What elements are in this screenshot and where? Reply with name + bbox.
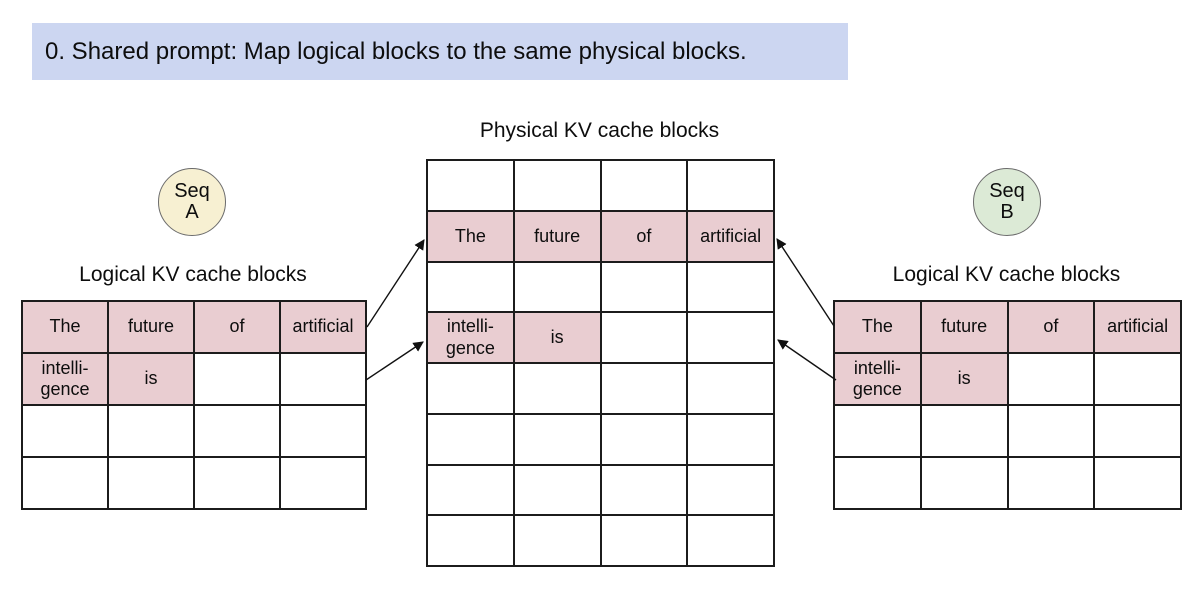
left-table-cell-r1c2 xyxy=(194,353,280,405)
physical-table-cell-r1c3: artificial xyxy=(687,210,774,262)
right-table-cell-r0c3: artificial xyxy=(1094,301,1181,353)
left-table-cell-r1c1: is xyxy=(108,353,194,405)
physical-table-cell-r1c2: of xyxy=(600,210,688,262)
physical-table-cell-r6c3 xyxy=(687,464,774,516)
physical-table-cell-r2c0 xyxy=(427,261,514,313)
left-table-cell-r1c0: intelli- gence xyxy=(22,353,108,405)
physical-table-cell-r4c1 xyxy=(513,363,601,414)
physical-table-cell-r2c3 xyxy=(687,261,774,313)
left-table-cell-r2c1 xyxy=(108,405,194,457)
arrow-seq-b-block-0-to-physical-block-1 xyxy=(776,238,835,327)
physical-table-cell-r0c0 xyxy=(427,160,514,211)
physical-table-cell-r2c1 xyxy=(513,261,601,313)
right-table-cell-r1c1: is xyxy=(920,353,1008,405)
physical-table-cell-r7c0 xyxy=(427,515,514,566)
seq-a-badge: Seq A xyxy=(158,168,226,236)
right-table-cell-r0c1: future xyxy=(920,301,1008,353)
physical-table-cell-r1c0: The xyxy=(427,210,514,262)
left-table-cell-r3c1 xyxy=(108,457,194,509)
right-table-cell-r1c0: intelli- gence xyxy=(834,353,921,405)
physical-table-cell-r7c1 xyxy=(513,515,601,566)
physical-table-cell-r0c1 xyxy=(513,160,601,211)
physical-table-cell-r0c3 xyxy=(687,160,774,211)
arrow-seq-b-block-1-to-physical-block-3 xyxy=(777,339,837,381)
right-table-cell-r2c3 xyxy=(1094,405,1181,457)
left-table-cell-r2c2 xyxy=(194,405,280,457)
physical-table-cell-r6c1 xyxy=(513,464,601,516)
physical-table-cell-r6c0 xyxy=(427,464,514,516)
seq-b-label-line1: Seq xyxy=(989,180,1025,202)
right-table-cell-r3c3 xyxy=(1094,457,1181,509)
right-table-cell-r1c2 xyxy=(1007,353,1095,405)
left-table-cell-r0c3: artificial xyxy=(280,301,366,353)
right-table-cell-r2c2 xyxy=(1007,405,1095,457)
right-table-cell-r3c0 xyxy=(834,457,921,509)
physical-table-cell-r0c2 xyxy=(600,160,688,211)
physical-table-cell-r3c2 xyxy=(600,312,688,363)
right-table-cell-r2c1 xyxy=(920,405,1008,457)
left-table-cell-r3c0 xyxy=(22,457,108,509)
physical-table-cell-r3c0: intelli- gence xyxy=(427,312,514,363)
right-logical-table-title: Logical KV cache blocks xyxy=(892,263,1121,286)
physical-table-cell-r3c1: is xyxy=(513,312,601,363)
right-table-cell-r2c0 xyxy=(834,405,921,457)
left-table-cell-r0c0: The xyxy=(22,301,108,353)
arrow-seq-a-block-1-to-physical-block-3 xyxy=(365,341,424,381)
right-table-cell-r3c2 xyxy=(1007,457,1095,509)
right-table-cell-r0c2: of xyxy=(1007,301,1095,353)
physical-table-cell-r5c3 xyxy=(687,413,774,465)
physical-table-cell-r4c2 xyxy=(600,363,688,414)
physical-table-cell-r4c0 xyxy=(427,363,514,414)
physical-table-cell-r5c2 xyxy=(600,413,688,465)
left-logical-table-title: Logical KV cache blocks xyxy=(79,263,307,286)
physical-table-cell-r5c1 xyxy=(513,413,601,465)
title-banner: 0. Shared prompt: Map logical blocks to … xyxy=(32,23,848,80)
seq-b-label-line2: B xyxy=(1000,201,1014,223)
left-table-cell-r2c0 xyxy=(22,405,108,457)
physical-table-title: Physical KV cache blocks xyxy=(479,119,720,142)
left-table-cell-r1c3 xyxy=(280,353,366,405)
right-table-cell-r1c3 xyxy=(1094,353,1181,405)
physical-table-cell-r7c2 xyxy=(600,515,688,566)
seq-a-label-line2: A xyxy=(185,201,199,223)
left-table-cell-r0c2: of xyxy=(194,301,280,353)
left-table-cell-r0c1: future xyxy=(108,301,194,353)
right-table-cell-r3c1 xyxy=(920,457,1008,509)
physical-table-cell-r7c3 xyxy=(687,515,774,566)
seq-b-badge: Seq B xyxy=(973,168,1041,236)
left-table-cell-r3c2 xyxy=(194,457,280,509)
arrow-seq-a-block-0-to-physical-block-1 xyxy=(366,239,425,328)
physical-table-cell-r4c3 xyxy=(687,363,774,414)
physical-table-cell-r1c1: future xyxy=(513,210,601,262)
physical-table-cell-r2c2 xyxy=(600,261,688,313)
physical-table-cell-r6c2 xyxy=(600,464,688,516)
physical-table-cell-r5c0 xyxy=(427,413,514,465)
left-table-cell-r2c3 xyxy=(280,405,366,457)
seq-a-label-line1: Seq xyxy=(174,180,210,202)
physical-table-cell-r3c3 xyxy=(687,312,774,363)
title-text: 0. Shared prompt: Map logical blocks to … xyxy=(45,37,747,65)
right-table-cell-r0c0: The xyxy=(834,301,921,353)
left-table-cell-r3c3 xyxy=(280,457,366,509)
